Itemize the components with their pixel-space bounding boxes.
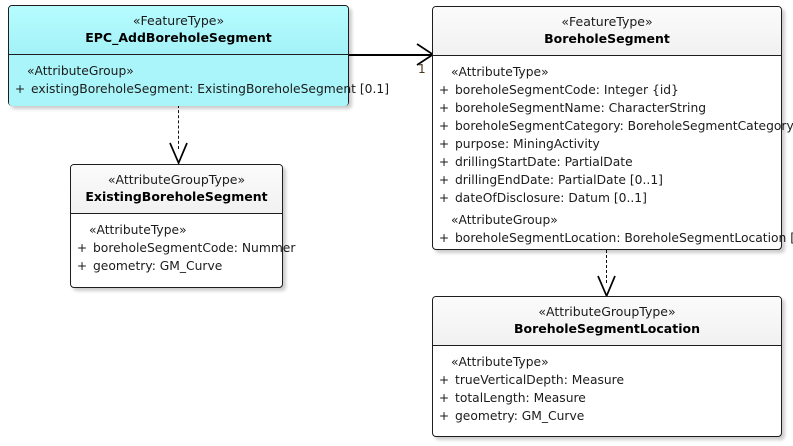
attribute-type-label: «AttributeType» [89,223,187,237]
class-title: ExistingBoreholeSegment [85,189,268,204]
attribute-group-label: «AttributeGroup» [27,64,134,78]
dependency-line-boreholesegment-to-location[interactable] [606,250,607,283]
class-stereotype: «AttributeGroupType» [107,172,246,187]
attribute-text: existingBoreholeSegment: ExistingBorehol… [31,82,389,96]
class-stereotype: «FeatureType» [132,13,225,28]
class-body-existing-borehole-segment: «AttributeType» + boreholeSegmentCode: N… [71,214,296,283]
attribute-text: boreholeSegmentCode: Integer {id} [455,83,679,97]
attribute-row[interactable]: + boreholeSegmentName: CharacterString [433,99,777,117]
association-line-epc-to-boreholesegment[interactable] [348,54,432,56]
multiplicity-label-target: 1 [418,62,426,76]
class-box-existing-borehole-segment[interactable]: «AttributeGroupType» ExistingBoreholeSeg… [70,164,296,288]
attribute-text: geometry: GM_Curve [93,259,223,273]
class-header-epc-add-borehole-segment: «FeatureType» EPC_AddBoreholeSegment [9,6,348,55]
visibility-marker: + [438,409,450,423]
visibility-marker: + [438,83,450,97]
visibility-marker: + [438,373,450,387]
visibility-marker: + [438,191,450,205]
class-stereotype: «AttributeGroupType» [538,304,676,319]
attribute-text: totalLength: Measure [455,391,586,405]
visibility-marker: + [438,231,450,245]
class-title: EPC_AddBoreholeSegment [85,30,272,45]
dependency-line-epc-to-existing[interactable] [178,105,179,149]
class-body-borehole-segment: «AttributeType» + boreholeSegmentCode: I… [433,56,793,255]
attribute-text: boreholeSegmentName: CharacterString [455,101,707,115]
visibility-marker: + [76,241,88,255]
visibility-marker: + [438,173,450,187]
attribute-text: purpose: MiningActivity [455,137,600,151]
attribute-row[interactable]: + boreholeSegmentCategory: BoreholeSegme… [433,117,793,135]
dependency-arrowhead-open-down [169,142,188,166]
class-body-epc-add-borehole-segment: «AttributeGroup» + existingBoreholeSegme… [9,55,389,106]
class-title: BoreholeSegmentLocation [514,321,700,336]
visibility-marker: + [438,137,450,151]
class-stereotype: «FeatureType» [561,14,653,29]
class-title: BoreholeSegment [544,31,670,46]
attribute-row[interactable]: + drillingEndDate: PartialDate [0..1] [433,171,777,189]
class-body-borehole-segment-location: «AttributeType» + trueVerticalDepth: Mea… [433,346,781,433]
visibility-marker: + [76,259,88,273]
attribute-row[interactable]: + totalLength: Measure [433,389,777,407]
attribute-row[interactable]: + boreholeSegmentCode: Nummer [71,239,296,257]
attribute-row[interactable]: + boreholeSegmentLocation: BoreholeSegme… [433,229,793,247]
class-header-existing-borehole-segment: «AttributeGroupType» ExistingBoreholeSeg… [71,165,282,214]
class-box-epc-add-borehole-segment[interactable]: «FeatureType» EPC_AddBoreholeSegment «At… [8,5,389,106]
attribute-row[interactable]: + geometry: GM_Curve [71,257,278,275]
attribute-row[interactable]: + dateOfDisclosure: Datum [0..1] [433,189,777,207]
attribute-text: trueVerticalDepth: Measure [455,373,625,387]
attribute-row[interactable]: + purpose: MiningActivity [433,135,777,153]
attribute-type-label: «AttributeType» [451,65,549,79]
attribute-text: drillingStartDate: PartialDate [455,155,633,169]
visibility-marker: + [438,391,450,405]
attribute-text: dateOfDisclosure: Datum [0..1] [455,191,647,205]
class-header-borehole-segment-location: «AttributeGroupType» BoreholeSegmentLoca… [433,297,781,346]
visibility-marker: + [438,119,450,133]
attribute-group-label: «AttributeGroup» [451,213,558,227]
attribute-text: boreholeSegmentCategory: BoreholeSegment… [455,119,793,133]
attribute-row[interactable]: + drillingStartDate: PartialDate [433,153,777,171]
attribute-text: boreholeSegmentCode: Nummer [93,241,296,255]
class-box-borehole-segment[interactable]: «FeatureType» BoreholeSegment «Attribute… [432,6,793,250]
attribute-text: boreholeSegmentLocation: BoreholeSegment… [455,231,793,245]
attribute-row[interactable]: + existingBoreholeSegment: ExistingBoreh… [9,80,389,98]
visibility-marker: + [438,155,450,169]
class-box-borehole-segment-location[interactable]: «AttributeGroupType» BoreholeSegmentLoca… [432,296,782,437]
attribute-row[interactable]: + geometry: GM_Curve [433,407,777,425]
visibility-marker: + [14,82,26,96]
attribute-type-label: «AttributeType» [451,355,549,369]
attribute-row[interactable]: + boreholeSegmentCode: Integer {id} [433,81,777,99]
attribute-text: geometry: GM_Curve [455,409,585,423]
visibility-marker: + [438,101,450,115]
attribute-row[interactable]: + trueVerticalDepth: Measure [433,371,777,389]
attribute-text: drillingEndDate: PartialDate [0..1] [455,173,663,187]
class-header-borehole-segment: «FeatureType» BoreholeSegment [433,7,781,56]
